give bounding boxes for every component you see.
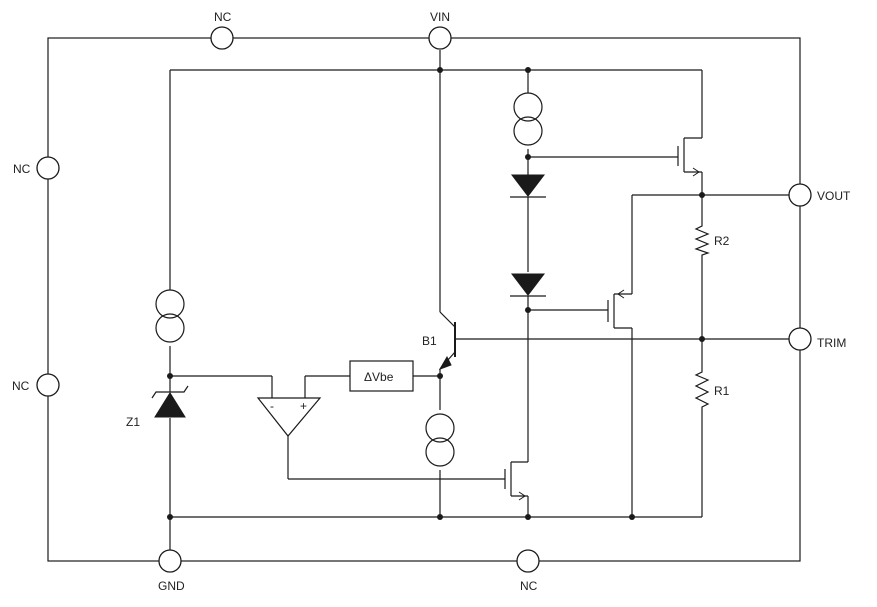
label-gnd: GND xyxy=(158,579,185,593)
wires xyxy=(169,50,790,561)
junction-dots xyxy=(167,67,705,520)
diode-lower xyxy=(510,273,546,297)
pin-gnd xyxy=(158,549,182,573)
diode-upper xyxy=(510,174,546,198)
nmos-bottom xyxy=(504,461,528,501)
label-r1: R1 xyxy=(714,384,730,398)
pin-vin xyxy=(428,26,452,50)
label-nc-left-lower: NC xyxy=(12,379,30,393)
pmos-output xyxy=(677,137,702,177)
pin-nc-bottom xyxy=(516,549,540,573)
resistor-r2 xyxy=(694,222,710,258)
package-outline xyxy=(47,37,801,562)
label-nc-left-upper: NC xyxy=(13,162,31,176)
transistor-b1 xyxy=(438,322,456,370)
comparator-opamp xyxy=(256,397,322,437)
pmos-inner xyxy=(607,289,632,329)
current-source-top xyxy=(513,92,543,146)
pin-trim xyxy=(788,327,812,351)
label-vin: VIN xyxy=(430,10,450,24)
label-b1: B1 xyxy=(422,334,437,348)
current-source-b1-emitter xyxy=(425,413,455,467)
pin-nc-top xyxy=(210,26,234,50)
label-nc-top: NC xyxy=(214,10,232,24)
label-vout: VOUT xyxy=(817,189,851,203)
label-r2: R2 xyxy=(714,234,730,248)
label-opamp-minus: - xyxy=(270,399,274,413)
label-opamp-plus: + xyxy=(300,399,307,413)
pin-vout xyxy=(788,183,812,207)
label-trim: TRIM xyxy=(817,336,846,350)
pin-nc-left-upper xyxy=(36,156,60,180)
label-z1: Z1 xyxy=(126,415,140,429)
resistor-r1 xyxy=(694,368,710,410)
zener-diode-z1 xyxy=(151,385,189,418)
delta-vbe-block xyxy=(349,360,414,392)
label-delta-vbe: ΔVbe xyxy=(364,370,394,384)
pin-nc-left-lower xyxy=(36,373,60,397)
label-nc-bottom: NC xyxy=(520,579,538,593)
current-source-left xyxy=(155,289,185,343)
